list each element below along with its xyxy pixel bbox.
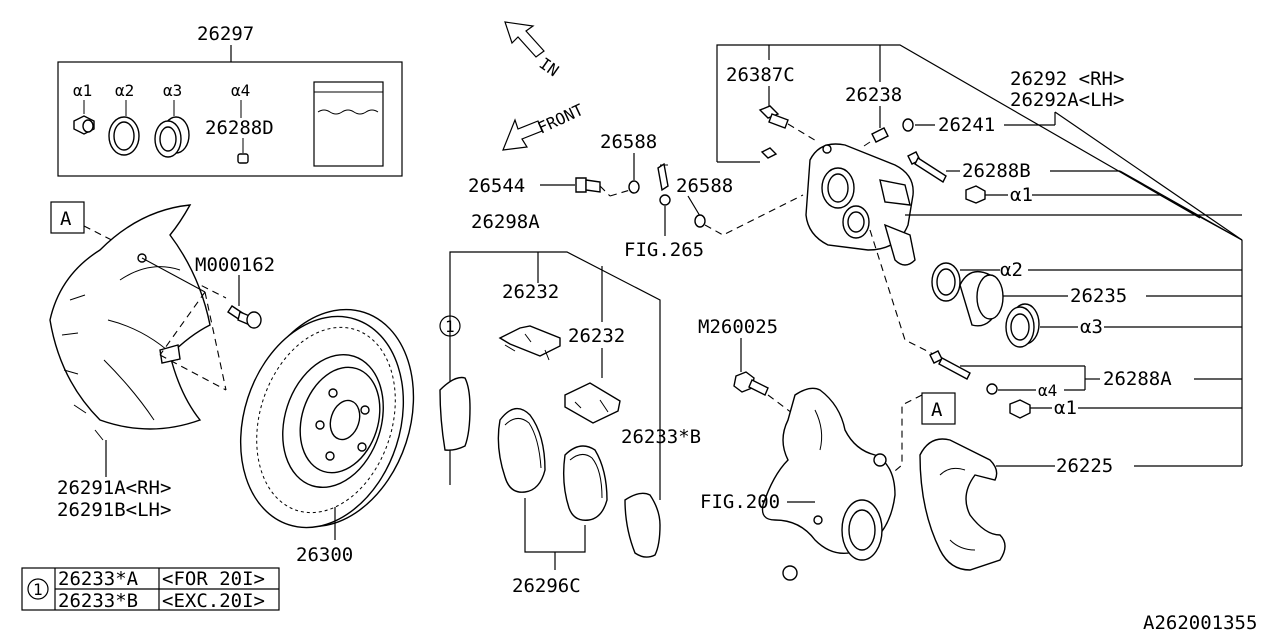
piston-icon	[959, 271, 1004, 327]
a1-top-label[interactable]: α1	[1010, 184, 1033, 206]
clip-upper-label[interactable]: 26232	[502, 281, 559, 303]
washer-2-icon	[694, 214, 706, 228]
pad-note-circle: 1	[445, 317, 455, 336]
pin-a-label[interactable]: 26288A	[1103, 368, 1172, 390]
washer-2-label[interactable]: 26588	[676, 175, 733, 197]
shield-bolt-icon	[227, 305, 262, 329]
a1-bottom-label[interactable]: α1	[1054, 397, 1077, 419]
shield-rh-label[interactable]: 26291A<RH>	[57, 477, 171, 499]
kit-item-a4[interactable]: α4	[231, 81, 250, 100]
bleeder-screw-icon	[863, 127, 889, 147]
bleeder-screw-label[interactable]: 26238	[845, 84, 902, 106]
pad-set-label[interactable]: 26296C	[512, 575, 581, 597]
bracket-bolt-icon	[733, 371, 769, 396]
shield-lh-label[interactable]: 26291B<LH>	[57, 499, 171, 521]
guide-pin-b-icon	[907, 151, 947, 184]
brake-pad-inner-icon	[497, 407, 546, 493]
marker-a-right: A	[921, 392, 956, 425]
shim-b-label[interactable]: 26233*B	[621, 426, 701, 448]
caliper-nut-top-icon	[965, 185, 986, 204]
small-cap-icon	[986, 383, 998, 395]
brake-pad-outer-icon	[562, 445, 608, 521]
note-row-1-desc: <FOR 20I>	[162, 568, 265, 590]
note-row-1-part[interactable]: 26233*A	[58, 568, 139, 590]
caliper-bolt-lower-icon	[760, 147, 778, 159]
svg-text:A: A	[931, 399, 943, 421]
note-row-2-desc: <EXC.20I>	[162, 590, 265, 612]
union-bolt-icon	[575, 177, 601, 193]
pad-shim-left-icon	[439, 376, 471, 451]
hose-fitting-icon	[657, 162, 671, 206]
brake-caliper-icon	[805, 143, 916, 266]
guide-pin-a-icon	[929, 350, 971, 380]
bracket-kit-label[interactable]: 26298A	[471, 211, 540, 233]
piston-label[interactable]: 26235	[1070, 285, 1127, 307]
caliper-lh-label[interactable]: 26292A<LH>	[1010, 89, 1124, 111]
kit-number[interactable]: 26297	[197, 23, 254, 45]
kit-item-a2[interactable]: α2	[115, 81, 134, 100]
marker-a-left: A	[50, 201, 85, 234]
kit-item-a3[interactable]: α3	[163, 81, 182, 100]
diagram-id: A262001355	[1143, 612, 1257, 634]
a4-label[interactable]: α4	[1038, 381, 1057, 400]
caliper-nut-bottom-icon	[1009, 399, 1031, 419]
a3-label[interactable]: α3	[1080, 316, 1103, 338]
piston-boot-icon	[1005, 303, 1040, 348]
bleeder-bolt-label[interactable]: 26544	[468, 175, 525, 197]
caliper-support-icon	[919, 438, 1006, 571]
in-direction-arrow: IN	[504, 21, 563, 81]
bracket-bolt-label[interactable]: M260025	[698, 316, 778, 338]
in-label: IN	[536, 54, 563, 81]
shield-bolt-label[interactable]: M000162	[195, 254, 275, 276]
brake-rotor-icon	[239, 308, 415, 529]
steering-knuckle-icon	[761, 387, 896, 581]
svg-text:A: A	[60, 208, 72, 230]
caliper-bolt-label[interactable]: 26387C	[726, 64, 795, 86]
pin-b-label[interactable]: 26288B	[962, 160, 1031, 182]
washer-1-label[interactable]: 26588	[600, 131, 657, 153]
kit-nut-icon	[73, 115, 95, 135]
piston-seal-icon	[931, 262, 961, 302]
kit-item-a4-part[interactable]: 26288D	[205, 117, 274, 139]
pad-clip-upper-icon	[498, 325, 561, 361]
front-label: FRONT	[535, 100, 587, 138]
a2-label[interactable]: α2	[1000, 259, 1023, 281]
rotor-label[interactable]: 26300	[296, 544, 353, 566]
fig-hose-label[interactable]: FIG.265	[624, 239, 704, 261]
grease-packet-icon	[313, 81, 384, 167]
washer-1-icon	[628, 180, 640, 194]
bleeder-cap-icon	[902, 118, 914, 132]
caliper-rh-label[interactable]: 26292 <RH>	[1010, 68, 1124, 90]
kit-box: 26297 α1 α2 α3 α4 26288D	[57, 23, 403, 177]
clip-lower-label[interactable]: 26232	[568, 325, 625, 347]
caliper-bolt-icon	[758, 105, 789, 129]
fig-knuckle-label[interactable]: FIG.200	[700, 491, 780, 513]
front-direction-arrow: FRONT	[502, 100, 587, 151]
note-row-2-part[interactable]: 26233*B	[58, 590, 138, 612]
kit-small-cap-icon	[237, 153, 249, 164]
pad-shim-right-icon	[624, 492, 661, 558]
kit-item-a1[interactable]: α1	[73, 81, 92, 100]
cap-label[interactable]: 26241	[938, 114, 995, 136]
support-label[interactable]: 26225	[1056, 455, 1113, 477]
kit-boot-icon	[154, 116, 190, 158]
note-table: 1 26233*A <FOR 20I> 26233*B <EXC.20I>	[21, 567, 280, 612]
dust-shield-icon	[49, 204, 211, 441]
note-circle-number: 1	[33, 580, 43, 599]
kit-seal-ring-icon	[108, 116, 140, 156]
pad-clip-lower-icon	[564, 382, 621, 424]
